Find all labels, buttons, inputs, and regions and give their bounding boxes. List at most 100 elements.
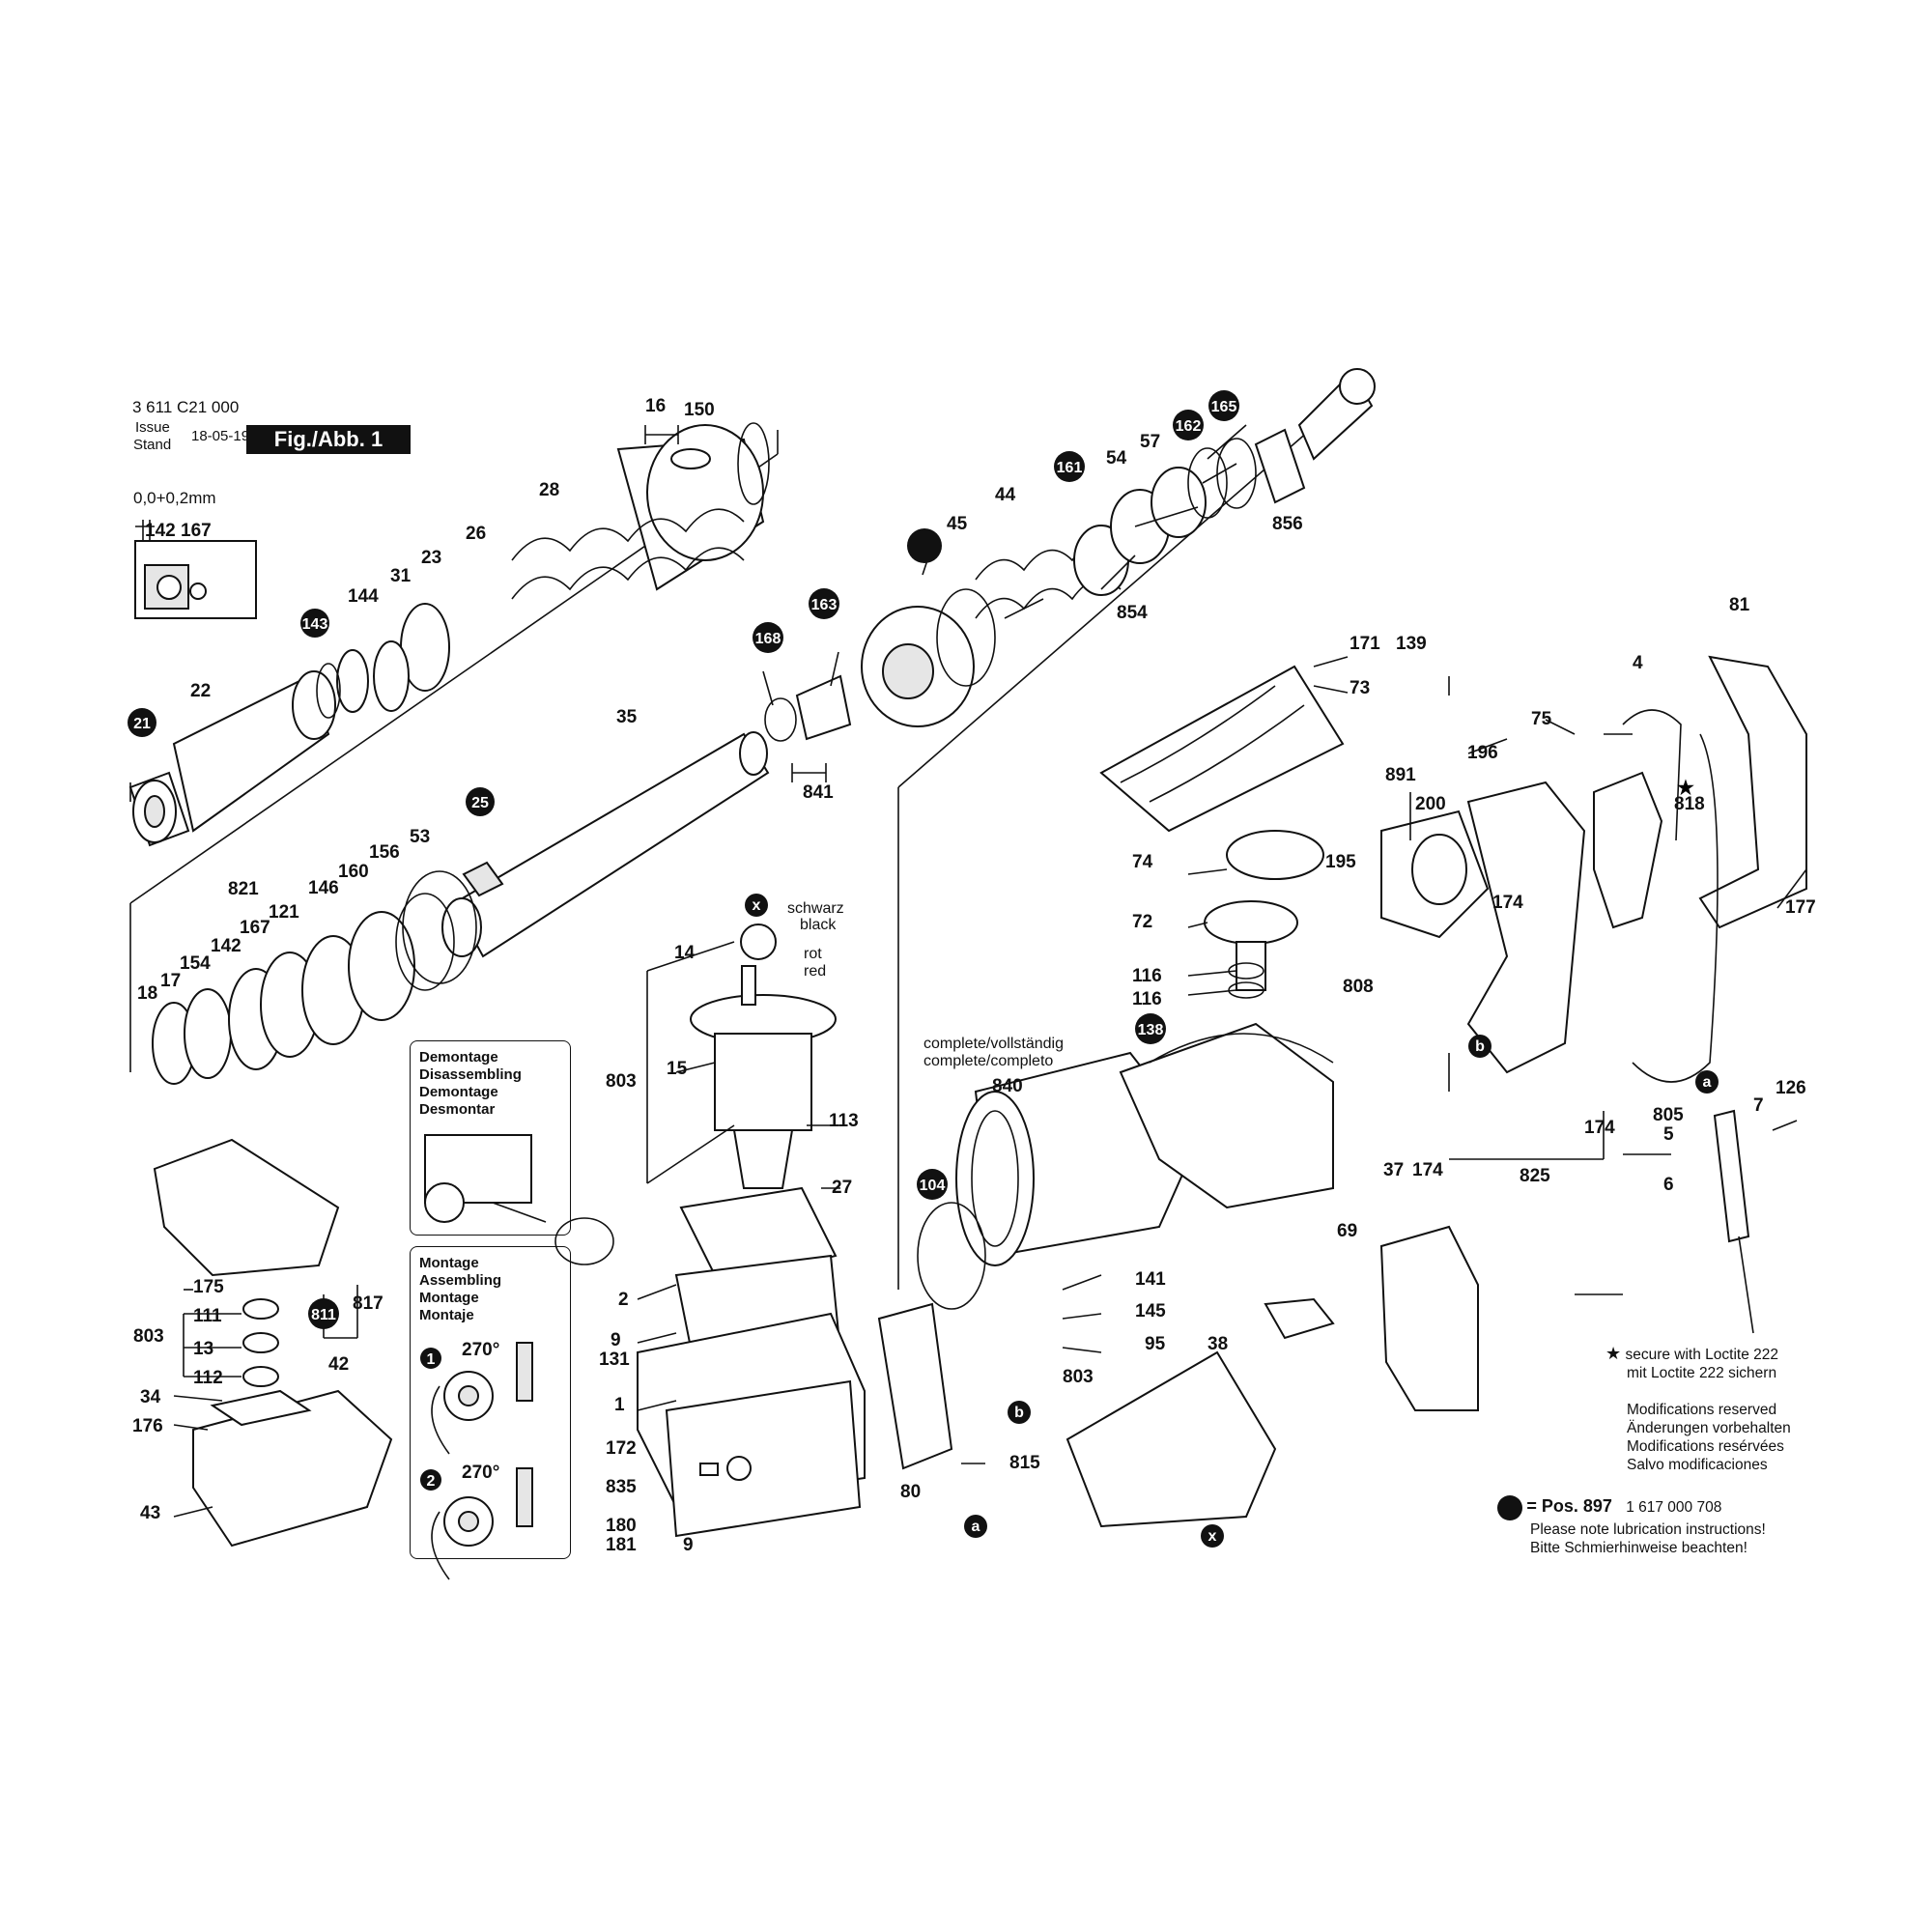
label-142: 142 xyxy=(211,936,242,956)
label-44: 44 xyxy=(995,485,1016,505)
svg-text:25: 25 xyxy=(471,795,489,811)
label-53: 53 xyxy=(410,827,430,847)
label-1: 1 xyxy=(614,1395,625,1415)
label-116-a: 116 xyxy=(1132,966,1162,986)
loctite-note-en: secure with Loctite 222 xyxy=(1625,1347,1778,1363)
label-854: 854 xyxy=(1117,603,1148,623)
label-18: 18 xyxy=(137,983,157,1004)
striker-tube-part xyxy=(441,731,770,958)
label-167-inset: 167 xyxy=(181,521,212,541)
lubrication-pos: = Pos. 897 xyxy=(1526,1496,1612,1517)
label-195: 195 xyxy=(1325,852,1356,872)
badge-markers: 21 143 25 168 163 161 162 165 138 104 81… xyxy=(128,390,1719,1548)
label-167: 167 xyxy=(240,918,270,938)
loctite-note: ★ secure with Loctite 222 mit Loctite 22… xyxy=(1605,1345,1778,1382)
svg-text:b: b xyxy=(1475,1038,1485,1055)
label-26: 26 xyxy=(466,524,486,544)
label-42: 42 xyxy=(328,1354,349,1375)
label-75: 75 xyxy=(1531,709,1552,729)
svg-text:1: 1 xyxy=(427,1351,436,1368)
handle-parts xyxy=(1380,655,1807,1083)
assembly-label-en: Assembling xyxy=(419,1272,502,1289)
label-815: 815 xyxy=(1009,1453,1040,1473)
svg-text:21: 21 xyxy=(133,716,151,732)
svg-text:a: a xyxy=(1703,1074,1712,1091)
label-17: 17 xyxy=(160,971,181,991)
svg-text:a: a xyxy=(972,1519,980,1535)
label-160: 160 xyxy=(338,862,369,882)
label-180: 180 xyxy=(606,1516,637,1536)
issue-date: 18-05-19 xyxy=(191,428,250,444)
wire-label-red: red xyxy=(804,963,826,980)
star-icon-handle: ★ xyxy=(1677,778,1694,799)
disassembly-label-de: Demontage xyxy=(419,1049,498,1065)
label-34: 34 xyxy=(140,1387,161,1407)
lubrication-note-de: Bitte Schmierhinweise beachten! xyxy=(1530,1540,1747,1556)
label-139: 139 xyxy=(1396,634,1427,654)
badge-a-bottom: a xyxy=(964,1515,987,1538)
modifications-fr: Modifications resérvées xyxy=(1627,1438,1784,1455)
label-27: 27 xyxy=(832,1178,852,1198)
label-174-c: 174 xyxy=(1412,1160,1443,1180)
label-116-b: 116 xyxy=(1132,989,1162,1009)
side-cover-part xyxy=(1264,1225,1479,1411)
label-841: 841 xyxy=(803,782,834,803)
label-111: 111 xyxy=(193,1306,222,1326)
label-840: 840 xyxy=(992,1076,1023,1096)
label-145: 145 xyxy=(1135,1301,1166,1321)
svg-text:x: x xyxy=(753,897,761,914)
montage-angle-1: 270° xyxy=(462,1340,499,1360)
label-22: 22 xyxy=(190,681,211,701)
label-835: 835 xyxy=(606,1477,637,1497)
gear-housing-part xyxy=(917,1022,1334,1310)
badge-lubrication xyxy=(907,528,942,563)
label-821: 821 xyxy=(228,879,259,899)
lower-ring-stack xyxy=(152,870,477,1085)
badge-163: 163 xyxy=(809,588,839,619)
label-73: 73 xyxy=(1350,678,1370,698)
label-7: 7 xyxy=(1753,1095,1764,1116)
badge-162: 162 xyxy=(1173,410,1204,440)
assembly-label-es: Montaje xyxy=(419,1307,474,1323)
label-176: 176 xyxy=(132,1416,163,1436)
label-5: 5 xyxy=(1663,1124,1674,1145)
label-23: 23 xyxy=(421,548,441,568)
badge-montage-1: 1 xyxy=(420,1348,441,1369)
lubrication-dot-icon xyxy=(1497,1495,1522,1520)
piston-assembly xyxy=(764,368,1376,742)
svg-text:x: x xyxy=(1208,1528,1217,1545)
label-13: 13 xyxy=(193,1339,213,1359)
badge-811: 811 xyxy=(308,1298,339,1329)
issue-label: Issue xyxy=(135,419,170,436)
label-81: 81 xyxy=(1729,595,1750,615)
badge-161: 161 xyxy=(1054,451,1085,482)
demontage-illustration xyxy=(424,1134,614,1265)
label-805: 805 xyxy=(1653,1105,1684,1125)
label-37: 37 xyxy=(1383,1160,1404,1180)
label-181: 181 xyxy=(606,1535,637,1555)
svg-text:138: 138 xyxy=(1138,1022,1164,1038)
svg-text:163: 163 xyxy=(811,597,838,613)
label-808: 808 xyxy=(1343,977,1374,997)
svg-text:165: 165 xyxy=(1211,399,1237,415)
doc-number: 3 611 C21 000 xyxy=(132,398,240,416)
label-891: 891 xyxy=(1385,765,1416,785)
svg-text:162: 162 xyxy=(1176,418,1202,435)
wire-label-black: black xyxy=(800,917,837,933)
modifications-en: Modifications reserved xyxy=(1627,1402,1777,1418)
assembly-label-de: Montage xyxy=(419,1255,479,1271)
seal-detail-inset xyxy=(134,520,257,619)
badge-a-cable: a xyxy=(1695,1070,1719,1094)
label-43: 43 xyxy=(140,1503,160,1523)
badge-168: 168 xyxy=(753,622,783,653)
label-172: 172 xyxy=(606,1438,637,1459)
label-196: 196 xyxy=(1467,743,1498,763)
svg-text:143: 143 xyxy=(302,616,328,633)
svg-text:161: 161 xyxy=(1057,460,1083,476)
badge-x-top: x xyxy=(745,894,768,917)
badge-b-handle: b xyxy=(1468,1035,1492,1058)
modifications-note: Modifications reserved Änderungen vorbeh… xyxy=(1627,1401,1791,1474)
montage-angle-2: 270° xyxy=(462,1463,499,1483)
label-144: 144 xyxy=(348,586,379,607)
svg-text:811: 811 xyxy=(311,1307,336,1323)
